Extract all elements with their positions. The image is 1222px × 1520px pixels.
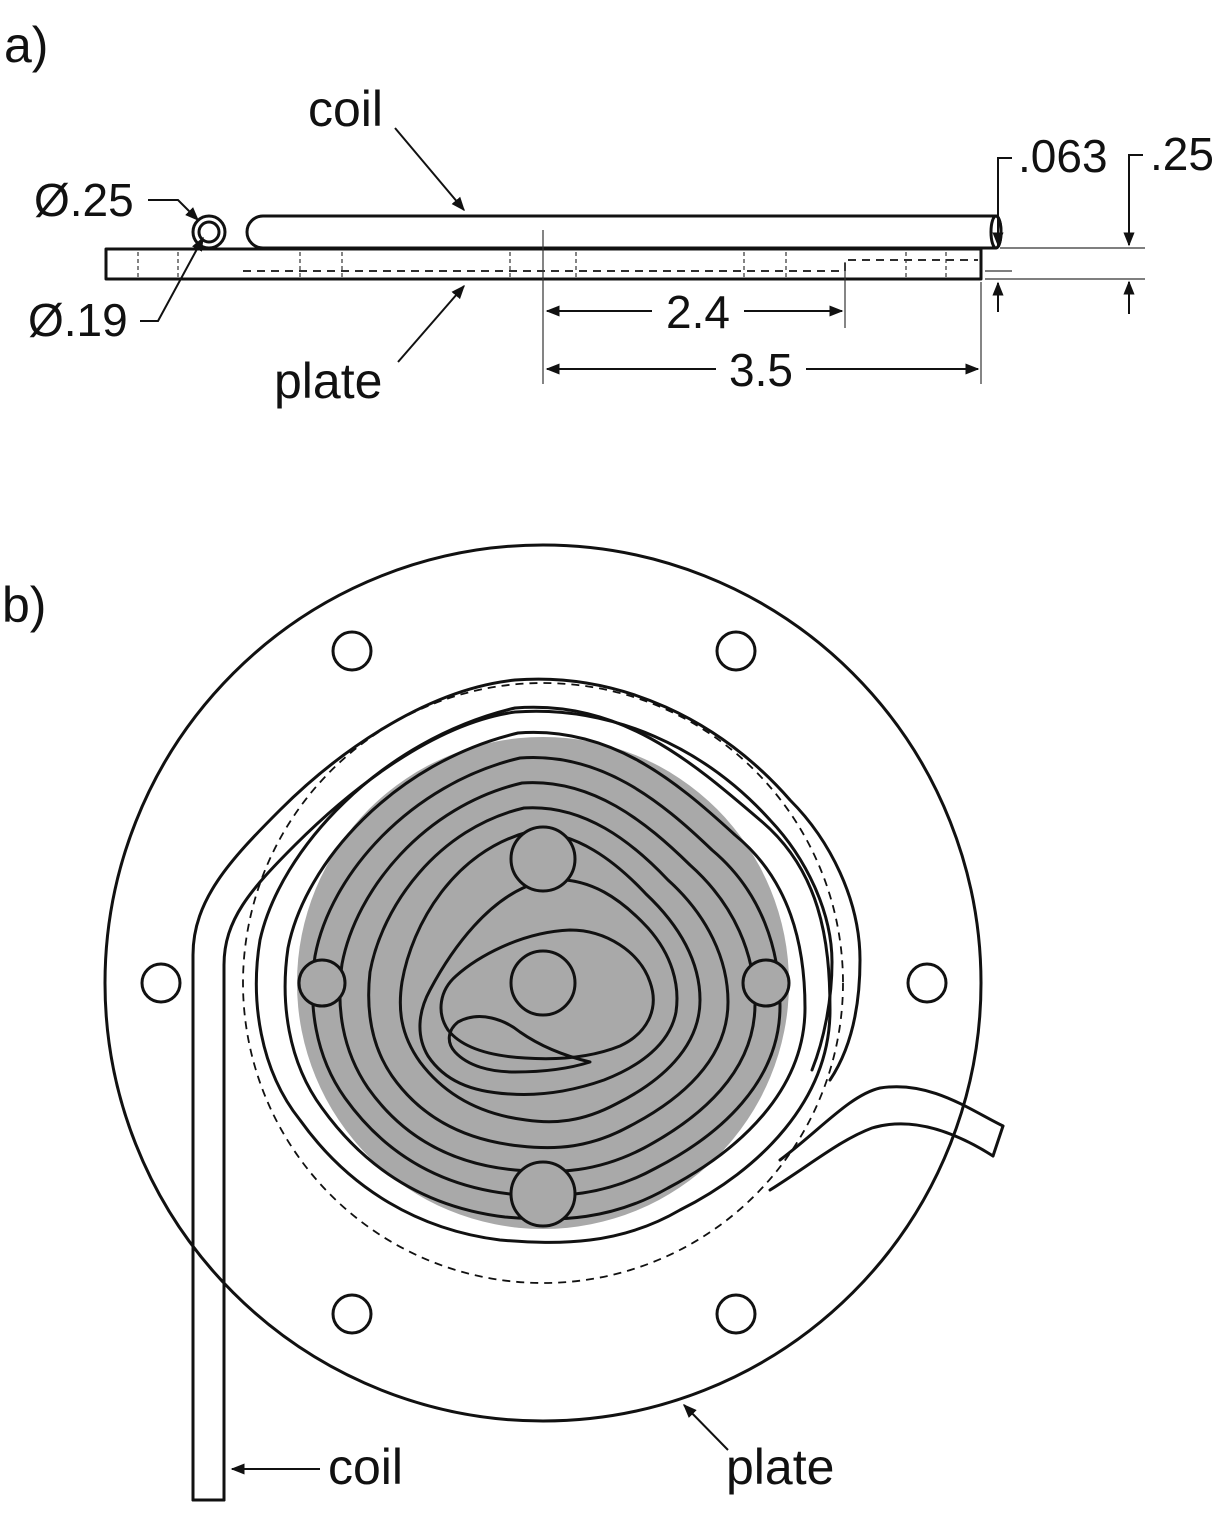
plate-hidden-channel xyxy=(243,259,978,272)
plate-label-a-arrow xyxy=(397,284,465,363)
pin-top xyxy=(509,825,577,893)
coil-outlet-end xyxy=(991,1124,1005,1158)
dim-063-text: .063 xyxy=(1018,130,1108,182)
dim-2-4-text: 2.4 xyxy=(666,286,730,338)
coil-outlet-upper xyxy=(778,1085,1005,1162)
coil-label-a: coil xyxy=(308,81,383,137)
dim-25-text: .25 xyxy=(1150,128,1214,180)
plate-hidden-holes xyxy=(137,252,947,277)
coil-inner-circle xyxy=(197,220,221,244)
pin-left xyxy=(297,958,347,1008)
inner-diameter-text: Ø.19 xyxy=(28,294,128,346)
coil-inlet-outer xyxy=(191,677,862,1502)
inner-diameter-leader xyxy=(140,236,204,322)
bolt-hole xyxy=(906,962,948,1004)
coil-label-a-arrow xyxy=(394,127,465,212)
panel-b: b) xyxy=(2,543,1005,1502)
plate-label-b: plate xyxy=(726,1439,834,1495)
plate-outline xyxy=(103,543,983,1423)
pin-right xyxy=(741,958,791,1008)
coil-outlet-lower xyxy=(768,1122,995,1192)
pin-center xyxy=(509,949,577,1017)
bolt-hole xyxy=(140,962,182,1004)
outer-diameter-leader xyxy=(148,199,199,221)
bolt-hole xyxy=(715,630,757,672)
bolt-hole xyxy=(715,1293,757,1335)
coil-label-b: coil xyxy=(328,1439,403,1495)
panel-b-label: b) xyxy=(2,577,46,633)
bolt-hole xyxy=(331,630,373,672)
coil-tube-end xyxy=(989,214,1003,250)
panel-a-label: a) xyxy=(4,17,48,73)
dim-3-5-text: 3.5 xyxy=(729,344,793,396)
dim-25-leader-top xyxy=(1123,154,1143,247)
coil-tube-side xyxy=(245,214,1003,250)
channel-boundary xyxy=(242,682,844,1284)
plate-label-a: plate xyxy=(274,353,382,409)
bolt-hole xyxy=(331,1293,373,1335)
outer-diameter-text: Ø.25 xyxy=(34,174,134,226)
pin-bottom xyxy=(509,1160,577,1228)
coil-inlet-inner xyxy=(222,709,834,1502)
dim-063-leader-top xyxy=(992,157,1012,247)
panel-a: a) 2.4 xyxy=(4,17,1214,409)
plate-label-b-arrow xyxy=(683,1403,729,1451)
coil-outer-circle xyxy=(191,214,227,250)
spiral-coil xyxy=(254,705,832,1244)
